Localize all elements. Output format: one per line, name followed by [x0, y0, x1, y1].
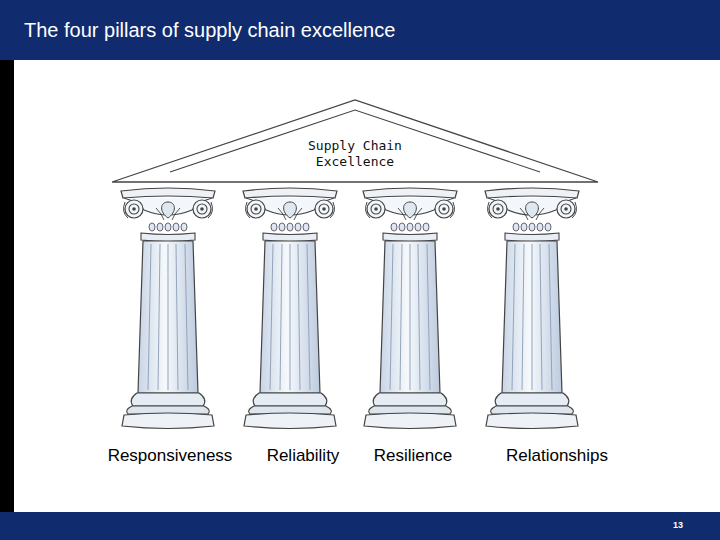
page-number: 13 [668, 519, 688, 531]
pillar-drawing [121, 188, 215, 429]
pediment-triangle [112, 100, 598, 182]
title-bar [0, 0, 720, 60]
footer-bar [0, 512, 720, 540]
pillar-node: Resilience [350, 186, 470, 470]
pillar-node: Relationships [472, 186, 612, 470]
pediment-text: Supply Chain Excellence [290, 138, 420, 170]
side-bar [0, 60, 14, 512]
pediment-node: Supply Chain Excellence [108, 96, 602, 186]
pillar-drawing [485, 188, 579, 429]
pillar-label: Resilience [374, 446, 454, 466]
pillar-drawing [363, 188, 457, 429]
pillar-label: Relationships [506, 446, 610, 466]
pillar-drawing [243, 188, 337, 429]
pillar-label: Reliability [267, 446, 341, 466]
pillar-node: Reliability [230, 186, 350, 470]
slide-title: The four pillars of supply chain excelle… [24, 18, 395, 42]
pillar-label: Responsiveness [108, 446, 234, 466]
pediment-inner-line [170, 110, 540, 172]
pillar-node: Responsiveness [104, 186, 237, 470]
